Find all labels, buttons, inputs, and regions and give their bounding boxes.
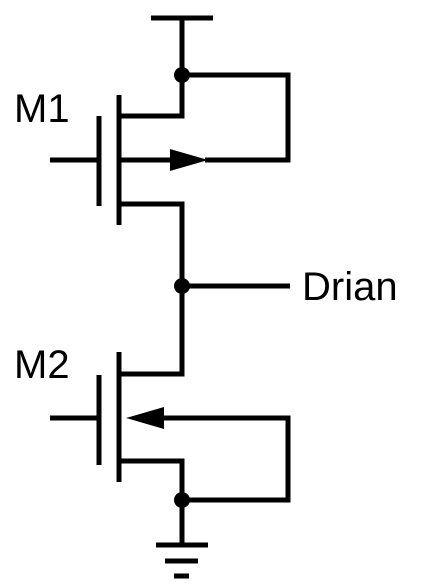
vdd-supply xyxy=(151,15,213,75)
m2-source-lead xyxy=(119,458,185,545)
m1-body-arrow xyxy=(170,149,208,171)
m1-source-lead xyxy=(119,75,185,119)
m1-label: M1 xyxy=(14,87,70,131)
ground-symbol xyxy=(156,542,208,579)
output-label: Drian xyxy=(302,265,398,309)
output-node xyxy=(174,278,290,294)
m2-label: M2 xyxy=(14,343,70,387)
m2-source-node xyxy=(174,492,190,508)
m2-body-arrow xyxy=(126,407,164,429)
m1-body-tie xyxy=(182,72,291,163)
transistor-m1 xyxy=(50,67,291,286)
m2-drain-lead xyxy=(119,286,185,377)
m2-body-tie xyxy=(155,415,291,503)
transistor-m2 xyxy=(50,286,291,545)
m1-source-node xyxy=(174,67,190,83)
m1-drain-lead xyxy=(119,201,185,286)
